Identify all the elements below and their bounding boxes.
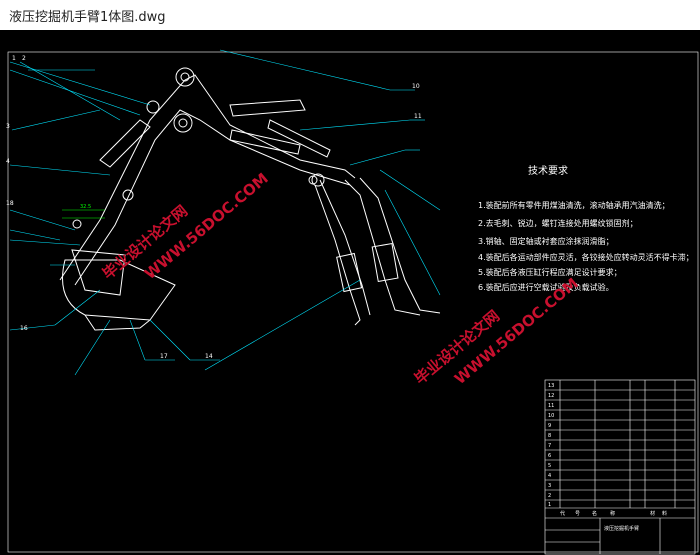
svg-text:8: 8 (548, 433, 551, 439)
svg-text:3: 3 (548, 483, 551, 489)
part-label: 1 (12, 55, 16, 62)
drawing-canvas[interactable]: 32.5 16 17 14 18 10 11 1 2 3 4 技术要求 1.装配… (0, 30, 700, 555)
part-label: 3 (6, 123, 10, 130)
part-label: 16 (20, 325, 28, 332)
part-label: 18 (6, 200, 14, 207)
requirements-title: 技术要求 (528, 164, 568, 177)
svg-text:2: 2 (548, 493, 551, 499)
svg-text:7: 7 (548, 443, 551, 449)
leader-lines (9, 49, 441, 376)
svg-text:代: 代 (560, 510, 565, 517)
requirement-line: 4.装配后各运动部件应灵活，各铰接处应转动灵活不得卡滞； (478, 252, 694, 262)
dimension-marks (62, 209, 105, 219)
svg-text:号: 号 (575, 511, 580, 517)
svg-text:13: 13 (548, 383, 554, 389)
part-label-group: 16 17 14 18 10 11 1 2 3 4 (6, 55, 422, 360)
svg-text:料: 料 (662, 510, 667, 517)
requirement-line: 1.装配前所有零件用煤油清洗，滚动轴承用汽油清洗； (478, 200, 670, 210)
requirement-line: 2.去毛刺、锐边，螺钉连接处用螺纹锁固剂； (478, 218, 638, 228)
svg-text:9: 9 (548, 423, 551, 429)
window-title: 液压挖掘机手臂1体图.dwg (9, 10, 166, 25)
dimension-text: 32.5 (80, 204, 91, 210)
svg-text:材: 材 (650, 510, 655, 517)
svg-text:1: 1 (548, 502, 551, 508)
svg-text:6: 6 (548, 453, 551, 459)
svg-text:名: 名 (592, 510, 597, 517)
svg-text:10: 10 (548, 413, 554, 419)
svg-text:5: 5 (548, 463, 551, 469)
svg-text:12: 12 (548, 393, 554, 399)
svg-text:4: 4 (548, 473, 551, 479)
part-label: 17 (160, 353, 168, 360)
requirement-line: 5.装配后各液压缸行程应满足设计要求； (478, 267, 622, 277)
svg-text:11: 11 (548, 403, 554, 409)
part-label: 4 (6, 158, 10, 165)
requirement-line: 3.销轴、固定轴或衬套应涂抹润滑脂； (478, 236, 614, 246)
bom-text-group: 13 12 11 10 9 8 7 6 5 4 3 2 1 代 号 名 称 材 … (548, 383, 667, 532)
svg-text:称: 称 (610, 510, 615, 517)
requirement-line: 6.装配后应进行空载试验及负载试验。 (478, 282, 614, 292)
title-bar: 液压挖掘机手臂1体图.dwg (0, 0, 700, 31)
part-label: 10 (412, 83, 420, 90)
part-label: 11 (414, 113, 422, 120)
title-block-text: 液压挖掘机手臂 (604, 525, 639, 532)
cad-drawing: 32.5 16 17 14 18 10 11 1 2 3 4 技术要求 1.装配… (6, 49, 699, 555)
boom-arm (59, 67, 441, 331)
part-label: 2 (22, 55, 26, 62)
drawing-frame (7, 51, 699, 553)
bom-table (544, 379, 696, 555)
part-label: 14 (205, 353, 213, 360)
